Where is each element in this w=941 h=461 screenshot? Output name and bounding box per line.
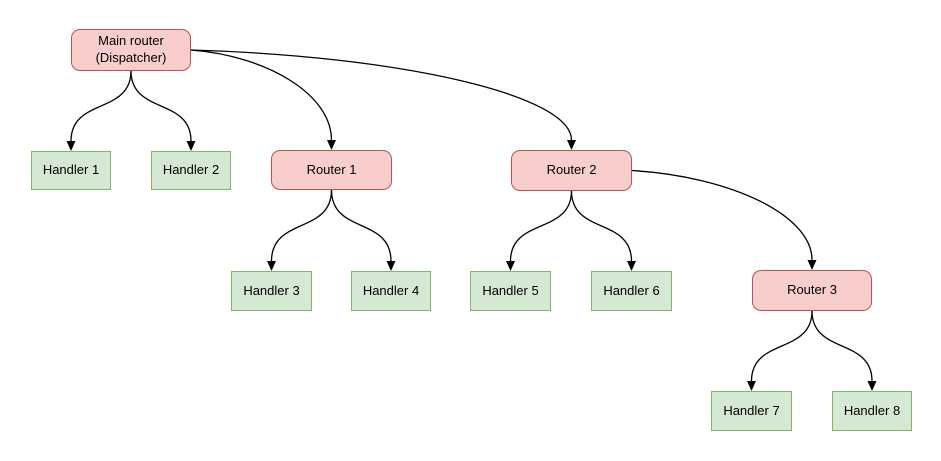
node-r3: Router 3 bbox=[752, 270, 872, 311]
arrowhead-icon bbox=[867, 381, 877, 391]
edge-r1-h4 bbox=[330, 189, 392, 262]
arrowhead-icon bbox=[267, 261, 276, 271]
node-main: Main router (Dispatcher) bbox=[71, 29, 191, 71]
node-h1: Handler 1 bbox=[31, 151, 111, 190]
arrowhead-icon bbox=[327, 140, 336, 150]
edge-r2-h6 bbox=[570, 190, 633, 262]
edge-main-r1 bbox=[190, 49, 333, 141]
edge-r1-h3 bbox=[270, 189, 333, 262]
edge-r3-h7 bbox=[750, 310, 813, 382]
arrowhead-icon bbox=[186, 141, 196, 151]
arrowhead-icon bbox=[66, 141, 76, 151]
node-r2: Router 2 bbox=[511, 150, 632, 191]
arrowhead-icon bbox=[386, 261, 396, 271]
edge-r3-h8 bbox=[811, 310, 873, 382]
node-h7: Handler 7 bbox=[711, 391, 792, 431]
edge-main-r2 bbox=[190, 49, 573, 141]
arrowhead-icon bbox=[567, 140, 576, 150]
node-h4: Handler 4 bbox=[351, 271, 431, 311]
arrowhead-icon bbox=[747, 381, 756, 391]
edge-main-h2 bbox=[130, 70, 192, 142]
node-h8: Handler 8 bbox=[832, 391, 912, 431]
edge-r2-h5 bbox=[509, 190, 573, 262]
node-h3: Handler 3 bbox=[231, 271, 312, 311]
node-r1: Router 1 bbox=[271, 150, 392, 190]
edge-r2-r3 bbox=[631, 169, 813, 261]
arrowhead-icon bbox=[506, 261, 515, 271]
node-h6: Handler 6 bbox=[591, 271, 672, 311]
node-h2: Handler 2 bbox=[151, 151, 231, 190]
arrowhead-icon bbox=[807, 260, 817, 270]
arrowhead-icon bbox=[627, 261, 636, 271]
node-h5: Handler 5 bbox=[470, 271, 551, 311]
edge-main-h1 bbox=[70, 70, 132, 142]
